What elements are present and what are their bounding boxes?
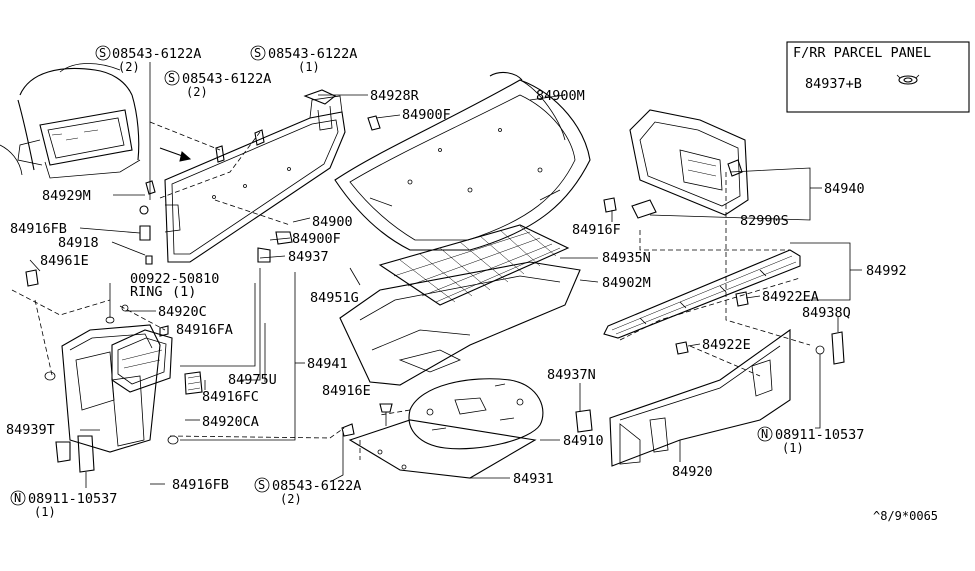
inset-parcel-panel-box: F/RR PARCEL PANEL 84937+B — [786, 41, 970, 113]
label-84937: 84937 — [288, 249, 329, 265]
ring-callout: 00922-50810 RING (1) — [130, 271, 219, 300]
label-84929M: 84929M — [42, 188, 91, 204]
clip-icon — [896, 74, 920, 85]
label-84922E: 84922E — [702, 337, 751, 353]
cargo-net — [378, 224, 570, 306]
label-84928R: 84928R — [370, 88, 420, 104]
part-labels: 84928R 84900F 84900M 84929M 84900 84900F… — [6, 88, 938, 523]
label-84902M: 84902M — [602, 275, 651, 291]
callout-prefix: N — [761, 427, 768, 441]
callout-part-number: 08911-10537 — [775, 427, 864, 443]
label-84900F-upper: 84900F — [402, 107, 451, 123]
label-82990S: 82990S — [740, 213, 789, 229]
ring-part-number: 00922-50810 — [130, 271, 219, 287]
s-symbol-icon — [250, 45, 266, 61]
n-symbol-icon — [757, 426, 773, 442]
diagram-reference-code: ^8/9*0065 — [873, 509, 938, 523]
trunk-floor-trim — [339, 261, 581, 386]
label-84916FC: 84916FC — [202, 389, 259, 405]
callout-prefix: S — [254, 46, 261, 60]
label-84975U: 84975U — [228, 372, 277, 388]
callout-prefix: S — [168, 71, 175, 85]
bolt-callout-3: S 08543-6122A (2) — [164, 70, 271, 99]
callout-quantity: (2) — [118, 60, 140, 74]
label-84916E: 84916E — [322, 383, 371, 399]
s-symbol-icon — [164, 70, 180, 86]
callout-quantity: (1) — [782, 441, 804, 455]
callout-quantity: (2) — [280, 492, 302, 506]
spare-tire-cover — [408, 378, 544, 450]
label-84916FB-upper: 84916FB — [10, 221, 67, 237]
label-84918: 84918 — [58, 235, 99, 251]
callout-prefix: N — [14, 491, 21, 505]
inset-part-number: 84937+B — [805, 76, 862, 92]
label-84920: 84920 — [672, 464, 713, 480]
label-84900: 84900 — [312, 214, 353, 230]
label-84916FA: 84916FA — [176, 322, 233, 338]
bolt-callout-1: S 08543-6122A (2) — [95, 45, 201, 74]
label-84920CA: 84920CA — [202, 414, 259, 430]
callout-prefix: S — [99, 46, 106, 60]
bolt-callout-4: S 08543-6122A (2) — [254, 477, 361, 506]
label-84992: 84992 — [866, 263, 907, 279]
callout-part-number: 08543-6122A — [182, 71, 271, 87]
trunk-lamp-assembly — [105, 304, 203, 445]
label-84937N: 84937N — [547, 367, 596, 383]
label-84910: 84910 — [563, 433, 604, 449]
callout-quantity: (2) — [186, 85, 208, 99]
label-84920C: 84920C — [158, 304, 207, 320]
n-symbol-icon — [10, 490, 26, 506]
inset-title: F/RR PARCEL PANEL — [793, 45, 931, 61]
trunk-lid-trim-panel — [164, 95, 346, 263]
label-84941: 84941 — [307, 356, 348, 372]
bolt-callout-2: S 08543-6122A (1) — [250, 45, 357, 74]
label-84916F: 84916F — [572, 222, 621, 238]
s-symbol-icon — [254, 477, 270, 493]
label-84961E: 84961E — [40, 253, 89, 269]
callout-part-number: 08543-6122A — [112, 46, 201, 62]
callout-part-number: 08543-6122A — [272, 478, 361, 494]
right-side-trim-lower — [575, 328, 845, 467]
connection-lines — [11, 121, 811, 460]
right-side-trim-upper — [603, 109, 749, 219]
label-84951G: 84951G — [310, 290, 359, 306]
label-84922EA: 84922EA — [762, 289, 819, 305]
spare-floor-mat — [341, 403, 537, 479]
callout-quantity: (1) — [34, 505, 56, 519]
label-84938Q: 84938Q — [802, 305, 851, 321]
screw-fasteners-upper — [25, 62, 381, 287]
callout-prefix: S — [258, 478, 265, 492]
leader-lines — [29, 94, 862, 488]
label-84916FB-lower: 84916FB — [172, 477, 229, 493]
label-84939T: 84939T — [6, 422, 55, 438]
label-84900M: 84900M — [536, 88, 585, 104]
callout-quantity: (1) — [298, 60, 320, 74]
callout-part-number: 08911-10537 — [28, 491, 117, 507]
callout-part-number: 08543-6122A — [268, 46, 357, 62]
ring-quantity: (1) — [172, 284, 196, 300]
vehicle-rear-illustration — [0, 63, 192, 179]
label-84935N: 84935N — [602, 250, 651, 266]
s-symbol-icon — [95, 45, 111, 61]
ring-name: RING — [130, 284, 163, 300]
label-84940: 84940 — [824, 181, 865, 197]
nut-callout-right: N 08911-10537 (1) — [757, 426, 864, 455]
left-side-trim — [44, 324, 161, 473]
trunk-lid-finisher — [334, 71, 591, 251]
label-84900F-lower: 84900F — [292, 231, 341, 247]
label-84931: 84931 — [513, 471, 554, 487]
nut-callout-left: N 08911-10537 (1) — [10, 490, 117, 519]
